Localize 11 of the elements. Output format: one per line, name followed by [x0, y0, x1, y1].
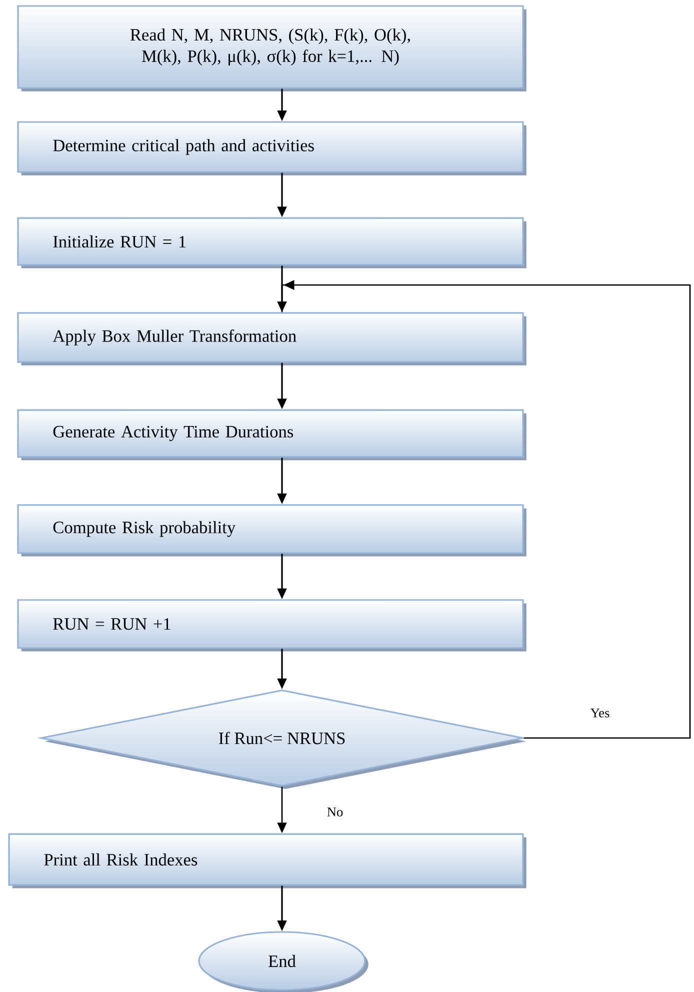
process-box: Read N, M, NRUNS, (S(k), F(k), O(k), M(k), P(k), μ(k), σ(k) for k=1,... N) [17, 5, 526, 92]
process-box: Determine critical path and activities [17, 121, 526, 176]
process-box: RUN = RUN +1 [17, 599, 526, 652]
edge-label: No [326, 806, 344, 818]
process-box: Compute Risk probability [17, 504, 526, 556]
process-box: Print all Risk Indexes [8, 833, 526, 888]
process-box: Initialize RUN = 1 [17, 217, 526, 268]
edge-label: Yes [588, 707, 612, 719]
process-box: Apply Box Muller Transformation [17, 312, 526, 366]
process-box: Generate Activity Time Durations [17, 409, 526, 460]
arrow [281, 280, 691, 739]
